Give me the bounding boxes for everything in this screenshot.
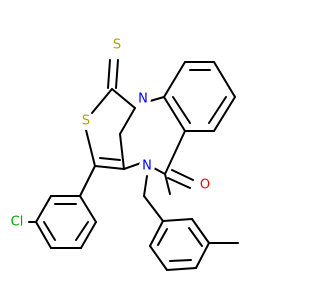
bond [35, 221, 52, 249]
bond [119, 133, 125, 170]
bond-layer [35, 59, 239, 271]
bond [213, 61, 236, 98]
bond [35, 195, 52, 223]
carbonyl-oxygen-label: O [200, 178, 210, 193]
bond [43, 221, 56, 241]
bond [163, 96, 186, 132]
bond [171, 169, 194, 181]
chlorine-label: Cl [11, 215, 24, 230]
bond [149, 220, 164, 247]
bond [75, 221, 89, 241]
bond [143, 195, 164, 222]
amide-nitrogen-label: N [142, 159, 152, 174]
bond [167, 177, 191, 189]
bond [107, 59, 111, 89]
bond [157, 228, 168, 246]
bond [119, 107, 136, 135]
atom-label-background [196, 176, 214, 194]
bond [164, 130, 186, 175]
bond [149, 245, 168, 271]
thione-sulfur-label: S [113, 38, 121, 53]
bond [143, 175, 148, 197]
bond [188, 227, 203, 247]
bond [164, 173, 171, 195]
bond [195, 242, 210, 269]
bond [166, 267, 197, 271]
bond [85, 129, 96, 167]
bond [99, 157, 121, 161]
bond [115, 59, 119, 89]
bond [169, 259, 192, 262]
bond [208, 96, 227, 124]
bond [123, 162, 142, 170]
atom-label-background [139, 158, 155, 174]
bond [91, 88, 113, 114]
ring-sulfur-label: S [82, 114, 90, 129]
bond [94, 165, 125, 170]
bond [162, 218, 193, 222]
bond [163, 61, 186, 98]
bond [80, 221, 97, 249]
atom-label-layer: S S N N O Cl [4, 36, 214, 232]
bond [172, 96, 191, 124]
bond [111, 88, 136, 109]
bond [79, 195, 97, 223]
molecule-structure: S S N N O Cl [4, 36, 239, 271]
atom-label-background [135, 91, 151, 107]
atom-label-background [77, 112, 95, 130]
atom-label-background [4, 214, 28, 232]
bond [213, 96, 236, 132]
bond [191, 218, 210, 244]
atom-label-background [108, 36, 126, 54]
fused-nitrogen-label: N [138, 92, 148, 107]
bond [79, 165, 96, 197]
